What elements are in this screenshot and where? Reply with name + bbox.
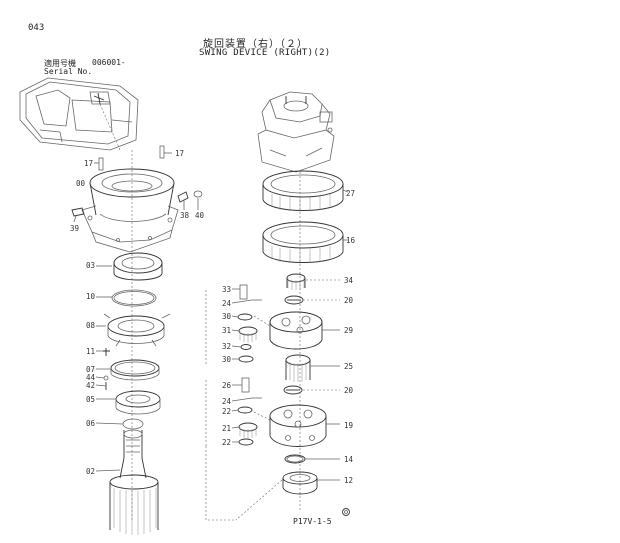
callout-03: 03 — [86, 261, 95, 270]
callout-10: 10 — [86, 292, 96, 301]
swing-motor-illustration — [257, 91, 335, 173]
callout-19: 19 — [344, 421, 353, 430]
callout-leader-lines — [95, 288, 253, 472]
callout-labels: 17 17 00 38 40 39 03 10 08 11 07 44 42 0… — [70, 149, 356, 485]
callout-12: 12 — [344, 476, 353, 485]
title-english: SWING DEVICE (RIGHT)(2) — [199, 48, 331, 58]
callout-25: 25 — [344, 362, 353, 371]
part-00-swing-housing — [81, 168, 179, 253]
callout-29: 29 — [344, 326, 353, 335]
callout-22-upper: 22 — [222, 407, 231, 416]
part-25-sun-gear — [285, 354, 340, 382]
callout-16: 16 — [346, 236, 356, 245]
callout-44: 44 — [86, 373, 96, 382]
callout-14: 14 — [344, 455, 354, 464]
callout-22-lower: 22 — [222, 438, 231, 447]
callout-42: 42 — [86, 381, 95, 390]
part-17-pins — [94, 145, 172, 171]
part-05-bearing — [115, 390, 161, 415]
lower-planet-gear-stack — [205, 377, 271, 446]
callout-32: 32 — [222, 342, 231, 351]
callout-08: 08 — [86, 321, 96, 330]
callout-21: 21 — [222, 424, 231, 433]
callout-30-upper: 30 — [222, 312, 232, 321]
callout-05: 05 — [86, 395, 95, 404]
part-19-carrier — [269, 404, 340, 447]
part-29-carrier — [269, 311, 340, 350]
callout-40: 40 — [195, 211, 205, 220]
callout-34: 34 — [344, 276, 354, 285]
part-14-snap-ring — [284, 454, 340, 464]
callout-24-upper: 24 — [222, 299, 232, 308]
part-20-thrust-plate-upper — [284, 295, 340, 305]
callout-02: 02 — [86, 467, 95, 476]
callout-20-upper: 20 — [344, 296, 354, 305]
serial-number-value: 006001- — [92, 58, 126, 67]
part-08-cover — [96, 313, 171, 347]
callout-06: 06 — [86, 419, 96, 428]
callout-33: 33 — [222, 285, 231, 294]
title-japanese: 旋回装置（右）（２） — [203, 39, 308, 50]
part-34-sun-gear — [286, 273, 340, 290]
part-03-bearing — [96, 252, 163, 281]
callout-00: 00 — [76, 179, 86, 188]
serial-label-english: Serial No. — [44, 67, 93, 76]
part-27-ring-gear — [262, 170, 349, 212]
callout-26: 26 — [222, 381, 232, 390]
part-20-thrust-plate-lower — [283, 385, 340, 395]
excavator-upper-structure-illustration — [19, 77, 139, 151]
callout-17-right: 17 — [175, 149, 184, 158]
upper-planet-gear-stack — [205, 284, 271, 365]
part-06-seal — [122, 418, 144, 430]
serial-label-japanese: 適用号機 — [44, 59, 76, 68]
part-12-thrust-ring — [282, 471, 340, 495]
revision-mark-symbol — [342, 508, 350, 516]
callout-07: 07 — [86, 365, 95, 374]
part-11-07-44-42-fasteners — [103, 348, 160, 390]
callout-17-left: 17 — [84, 159, 93, 168]
callout-30-lower: 30 — [222, 355, 232, 364]
footer-drawing-code: P17V-1-5 — [293, 517, 332, 526]
callout-38: 38 — [180, 211, 190, 220]
callout-27: 27 — [346, 189, 355, 198]
callout-39: 39 — [70, 224, 79, 233]
part-02-pinion-shaft — [109, 429, 159, 535]
callout-20-lower: 20 — [344, 386, 354, 395]
page-number: 043 — [28, 23, 45, 33]
part-38-40-39-fittings — [71, 190, 203, 223]
callout-31: 31 — [222, 326, 231, 335]
part-16-ring-gear — [262, 221, 348, 264]
callout-11: 11 — [86, 347, 95, 356]
part-10-seal — [96, 289, 157, 307]
callout-24-lower: 24 — [222, 397, 232, 406]
